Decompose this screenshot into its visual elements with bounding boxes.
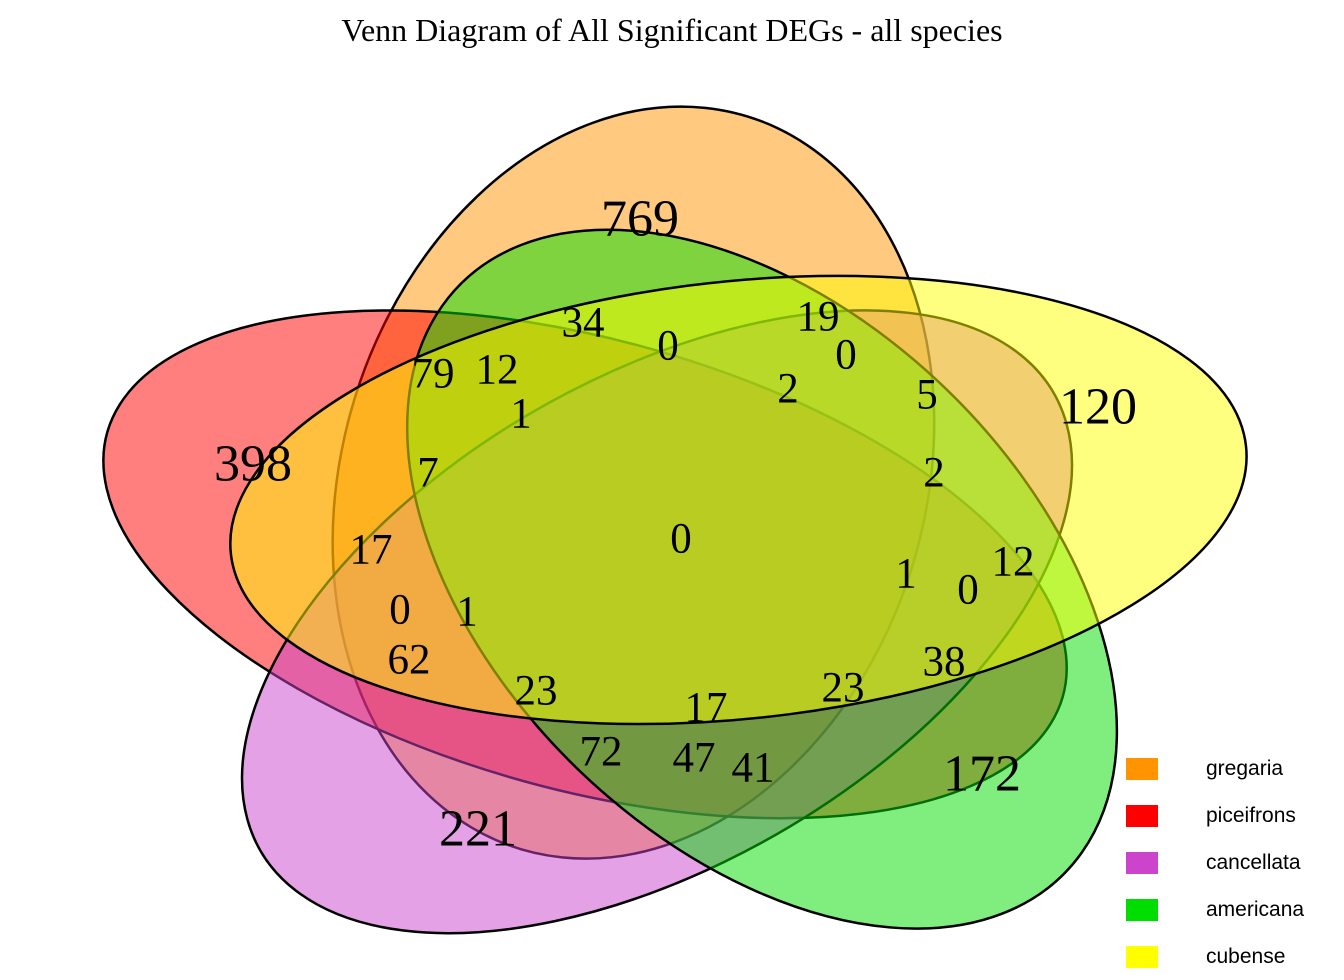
venn-count-gregaria-piceifrons-cancellata-cubense: 1 [456, 589, 478, 636]
legend-item-cubense: cubense [1126, 933, 1344, 980]
legend-label-cubense: cubense [1206, 944, 1286, 968]
venn-count-piceifrons-cancellata-cubense: 0 [389, 587, 411, 634]
legend-swatch-piceifrons [1126, 804, 1158, 827]
venn-count-gregaria-americana: 34 [562, 300, 605, 347]
legend: gregaria piceifrons cancellata americana cub… [1126, 745, 1344, 980]
venn-count-piceifrons-cancellata: 62 [388, 637, 431, 684]
venn-count-piceifrons-americana: 38 [923, 639, 966, 686]
legend-label-americana: americana [1206, 897, 1305, 921]
chart-title: Venn Diagram of All Significant DEGs - a… [341, 12, 1003, 48]
venn-count-gregaria-cancellata-cubense: 0 [835, 332, 857, 379]
venn-ellipse-cubense [182, 220, 1295, 780]
legend-label-cancellata: cancellata [1206, 850, 1301, 874]
venn-count-gregaria-piceifrons-cancellata: 23 [515, 668, 558, 715]
venn-count-gregaria-piceifrons-cancellata-americana-cubense: 0 [670, 516, 692, 563]
venn-count-piceifrons: 398 [214, 436, 292, 493]
venn-count-gregaria-piceifrons-americana: 12 [476, 347, 519, 394]
legend-item-piceifrons: piceifrons [1126, 792, 1344, 839]
venn-count-gregaria-cancellata-americana-cubense: 2 [777, 366, 799, 413]
venn-count-cancellata: 221 [439, 801, 517, 858]
legend-swatch-cancellata [1126, 851, 1158, 874]
venn-count-cancellata-americana: 41 [732, 745, 775, 792]
venn-count-gregaria-cancellata: 72 [580, 729, 623, 776]
legend-item-cancellata: cancellata [1126, 839, 1344, 886]
legend-item-gregaria: gregaria [1126, 745, 1344, 792]
venn-count-piceifrons-cancellata-americana: 23 [822, 665, 865, 712]
venn-count-gregaria-americana-cubense: 0 [657, 323, 679, 370]
venn-count-gregaria-piceifrons-cubense: 7 [417, 450, 439, 497]
venn-count-cubense: 120 [1059, 379, 1137, 436]
venn-count-americana: 172 [943, 746, 1021, 803]
venn-ellipses [0, 78, 1295, 960]
legend-item-americana: americana [1126, 886, 1344, 933]
venn-count-gregaria-piceifrons-cancellata-americana: 17 [685, 685, 728, 732]
venn-count-cancellata-cubense: 5 [916, 372, 938, 419]
venn-count-gregaria-cubense: 19 [797, 294, 840, 341]
legend-swatch-americana [1126, 898, 1158, 921]
legend-swatch-cubense [1126, 945, 1158, 968]
venn-count-cancellata-americana-cubense: 2 [923, 450, 945, 497]
venn-count-gregaria: 769 [601, 191, 679, 248]
legend-label-piceifrons: piceifrons [1206, 803, 1296, 827]
legend-label-gregaria: gregaria [1206, 756, 1284, 780]
venn-count-americana-cubense: 12 [992, 539, 1035, 586]
venn-count-piceifrons-americana-cubense: 0 [957, 567, 979, 614]
venn-count-gregaria-piceifrons: 79 [412, 351, 455, 398]
venn-count-gregaria-piceifrons-americana-cubense: 1 [510, 391, 532, 438]
venn-count-gregaria-cancellata-americana: 47 [673, 735, 716, 782]
venn-count-piceifrons-cubense: 17 [350, 527, 393, 574]
venn-count-piceifrons-cancellata-americana-cubense: 1 [895, 551, 917, 598]
legend-swatch-gregaria [1126, 757, 1158, 780]
